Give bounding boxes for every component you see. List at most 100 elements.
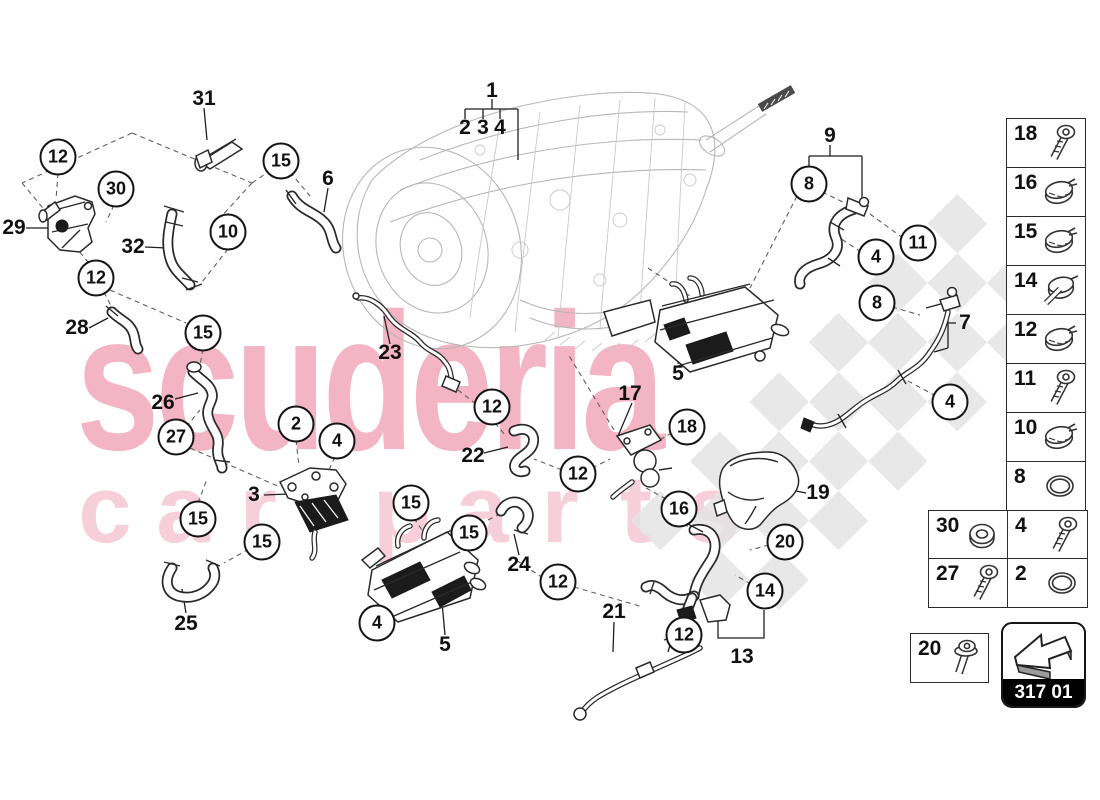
callout-circle-12[interactable]: 12	[539, 563, 577, 601]
callout-circle-2[interactable]: 2	[277, 405, 315, 443]
callout-circle-12[interactable]: 12	[77, 259, 115, 297]
screw-icon	[1050, 124, 1076, 161]
part-24-drawing	[495, 496, 534, 535]
part-32-drawing	[162, 205, 203, 291]
callout-circle-15[interactable]: 15	[184, 314, 222, 352]
callout-circle-11[interactable]: 11	[899, 224, 937, 262]
part-label-5[interactable]: 5	[439, 633, 451, 656]
callout-circle-10[interactable]: 10	[209, 213, 247, 251]
callout-circle-15[interactable]: 15	[179, 500, 217, 538]
part-label-26[interactable]: 26	[151, 391, 175, 414]
watermark-letter: c	[78, 456, 132, 563]
legend-number: 10	[1014, 416, 1038, 439]
legend-cell-2: 2	[1007, 558, 1088, 608]
legend-cell-12: 12	[1006, 314, 1086, 365]
callout-circle-12[interactable]: 12	[665, 616, 703, 654]
part-label-29[interactable]: 29	[2, 216, 26, 239]
callout-circle-12[interactable]: 12	[39, 138, 77, 176]
part-label-3[interactable]: 3	[248, 483, 260, 506]
callout-circle-15[interactable]: 15	[243, 523, 281, 561]
part-label-19[interactable]: 19	[806, 481, 830, 504]
callout-circle-30[interactable]: 30	[97, 170, 135, 208]
clamp-icon	[1044, 227, 1078, 254]
legend-number: 12	[1014, 318, 1038, 341]
legend-number: 30	[936, 514, 960, 537]
part-6-drawing	[285, 189, 342, 254]
part-label-24[interactable]: 24	[507, 553, 531, 576]
part-17-drawing	[610, 424, 673, 500]
clamp-icon	[1044, 325, 1078, 352]
legend-cell-30: 30	[928, 510, 1009, 560]
part-label-1[interactable]: 1	[486, 79, 498, 102]
part-5-right-drawing	[603, 275, 790, 373]
screw-washer-icon	[954, 639, 978, 675]
part-label-7[interactable]: 7	[959, 311, 971, 334]
clamp-icon	[1044, 178, 1078, 205]
connector-lines	[21, 132, 937, 620]
part-23-drawing	[352, 292, 461, 393]
transmission-drawing	[342, 85, 796, 352]
part-label-28[interactable]: 28	[65, 316, 89, 339]
part-7-drawing	[800, 286, 961, 433]
legend-number: 11	[1014, 367, 1037, 390]
part-label-13[interactable]: 13	[730, 645, 754, 668]
callout-circle-4[interactable]: 4	[358, 604, 396, 642]
screw-icon	[973, 564, 998, 600]
callout-circle-20[interactable]: 20	[766, 523, 804, 561]
oring-icon	[1046, 475, 1074, 498]
callout-circle-15[interactable]: 15	[392, 484, 430, 522]
part-25-drawing	[161, 559, 221, 603]
callout-circle-14[interactable]: 14	[746, 572, 784, 610]
callout-circle-27[interactable]: 27	[157, 418, 195, 456]
part-label-25[interactable]: 25	[174, 612, 198, 635]
page-code-box: 317 01	[1001, 622, 1086, 708]
part-label-23[interactable]: 23	[378, 341, 402, 364]
part-label-5[interactable]: 5	[672, 362, 684, 385]
part-26-drawing	[186, 361, 231, 474]
callout-circle-8[interactable]: 8	[858, 284, 896, 322]
callout-circle-4[interactable]: 4	[931, 383, 969, 421]
callout-circle-8[interactable]: 8	[790, 165, 828, 203]
callout-circle-16[interactable]: 16	[660, 490, 698, 528]
callout-circle-18[interactable]: 18	[668, 408, 706, 446]
legend-cell-27: 27	[928, 558, 1009, 608]
legend-number: 4	[1015, 514, 1027, 537]
legend-number: 14	[1014, 269, 1038, 292]
callout-circle-12[interactable]: 12	[473, 388, 511, 426]
part-31-drawing	[194, 138, 244, 172]
legend-cell-20: 20	[910, 633, 989, 683]
part-label-6[interactable]: 6	[322, 167, 334, 190]
legend-cell-16: 16	[1006, 167, 1086, 218]
part-label-2[interactable]: 2	[459, 116, 471, 139]
screw-icon	[1050, 369, 1076, 406]
part-label-9[interactable]: 9	[824, 124, 836, 147]
part-label-22[interactable]: 22	[461, 444, 485, 467]
callout-circle-15[interactable]: 15	[450, 514, 488, 552]
legend-cell-10: 10	[1006, 412, 1086, 463]
legend-cell-15: 15	[1006, 216, 1086, 267]
callout-circle-4[interactable]: 4	[857, 238, 895, 276]
part-label-17[interactable]: 17	[618, 382, 642, 405]
callout-circle-12[interactable]: 12	[559, 455, 597, 493]
part-22-drawing	[508, 423, 540, 478]
part-label-31[interactable]: 31	[192, 87, 216, 110]
clamp-bolt-icon	[1043, 275, 1079, 306]
legend-cell-18: 18	[1006, 118, 1086, 169]
legend-cell-8: 8	[1006, 461, 1086, 512]
callout-circle-15[interactable]: 15	[262, 142, 300, 180]
part-9-drawing	[794, 196, 870, 290]
legend-number: 8	[1014, 465, 1026, 488]
part-label-21[interactable]: 21	[602, 600, 626, 623]
callout-circle-4[interactable]: 4	[318, 422, 356, 460]
legend-number: 20	[918, 637, 942, 660]
parts-drawings	[38, 138, 961, 721]
part-19-drawing	[713, 451, 800, 530]
legend-number: 27	[936, 562, 960, 585]
legend-number: 16	[1014, 171, 1038, 194]
part-label-3[interactable]: 3	[477, 116, 489, 139]
part-label-32[interactable]: 32	[121, 235, 145, 258]
part-label-4[interactable]: 4	[494, 116, 506, 139]
washer-icon	[968, 523, 995, 549]
